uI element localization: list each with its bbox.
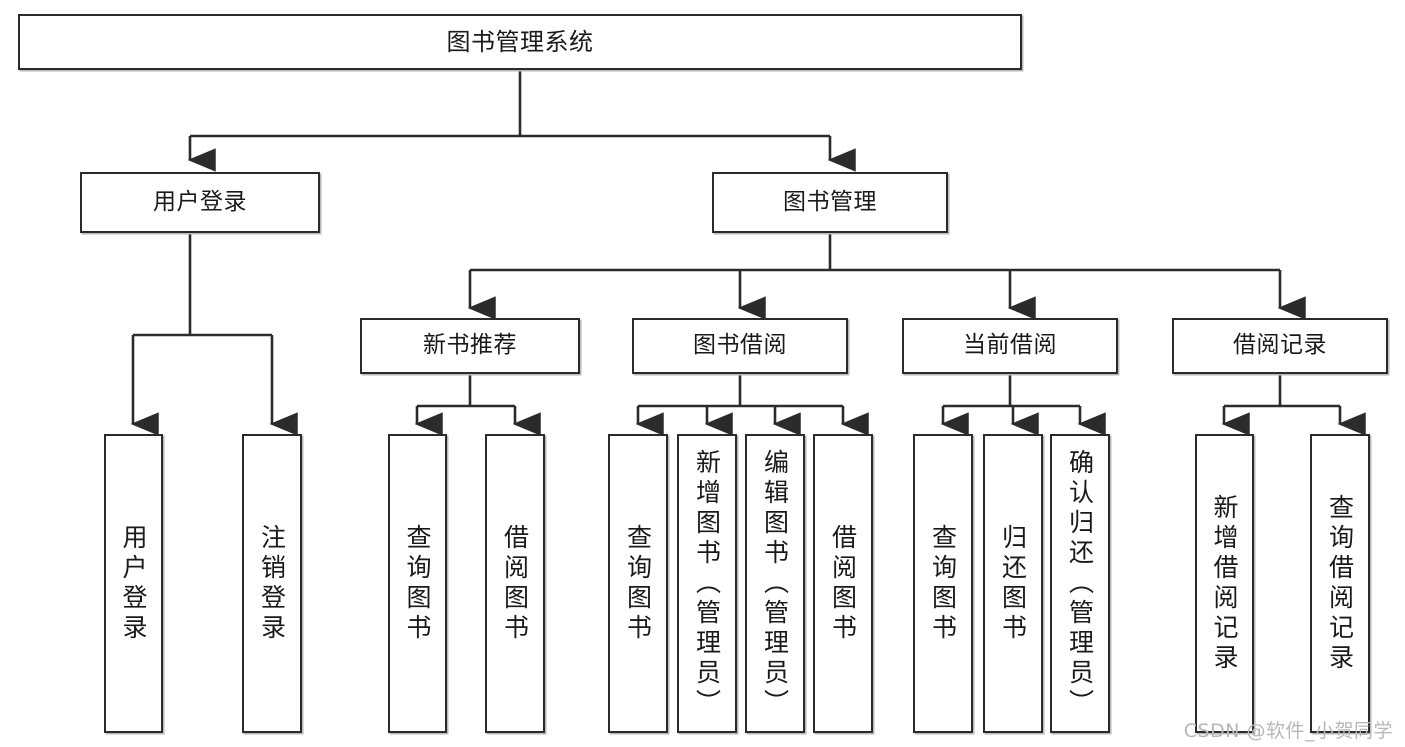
node-book-management[interactable]: 图书管理 (712, 172, 948, 233)
leaf-logout[interactable]: 注销登录 (242, 434, 302, 733)
leaf-query-book-recommend-label: 查询图书 (403, 523, 432, 644)
node-book-management-label: 图书管理 (783, 188, 877, 215)
leaf-add-book-admin-label: 新增图书（管理员） (692, 448, 722, 719)
leaf-query-book-current-label: 查询图书 (928, 523, 958, 644)
node-root-label: 图书管理系统 (446, 27, 594, 56)
node-book-borrow[interactable]: 图书借阅 (632, 318, 848, 374)
node-user-login[interactable]: 用户登录 (80, 172, 320, 233)
leaf-query-book-label: 查询图书 (623, 523, 653, 644)
leaf-add-book-admin[interactable]: 新增图书（管理员） (677, 434, 737, 733)
node-root[interactable]: 图书管理系统 (18, 14, 1022, 70)
leaf-query-borrow-record[interactable]: 查询借阅记录 (1310, 434, 1370, 733)
node-book-borrow-label: 图书借阅 (693, 332, 787, 359)
leaf-query-book-recommend[interactable]: 查询图书 (388, 434, 447, 733)
leaf-user-login-label: 用户登录 (119, 523, 148, 644)
leaf-edit-book-admin[interactable]: 编辑图书（管理员） (745, 434, 805, 733)
leaf-borrow-book-recommend-label: 借阅图书 (500, 523, 530, 644)
leaf-borrow-book-label: 借阅图书 (828, 523, 858, 644)
leaf-user-login[interactable]: 用户登录 (104, 434, 163, 733)
leaf-add-borrow-record-label: 新增借阅记录 (1210, 493, 1239, 674)
leaf-query-book[interactable]: 查询图书 (608, 434, 668, 733)
leaf-edit-book-admin-label: 编辑图书（管理员） (760, 448, 790, 719)
node-borrow-record-label: 借阅记录 (1233, 332, 1327, 359)
node-user-login-label: 用户登录 (153, 188, 247, 215)
node-current-borrow-label: 当前借阅 (963, 332, 1057, 359)
leaf-add-borrow-record[interactable]: 新增借阅记录 (1195, 434, 1254, 733)
node-current-borrow[interactable]: 当前借阅 (902, 318, 1118, 374)
leaf-return-book-label: 归还图书 (998, 523, 1028, 644)
leaf-query-borrow-record-label: 查询借阅记录 (1325, 493, 1355, 674)
leaf-return-book[interactable]: 归还图书 (983, 434, 1043, 733)
leaf-confirm-return-admin[interactable]: 确认归还（管理员） (1050, 434, 1110, 733)
leaf-borrow-book[interactable]: 借阅图书 (813, 434, 873, 733)
leaf-borrow-book-recommend[interactable]: 借阅图书 (485, 434, 545, 733)
node-new-book-recommend-label: 新书推荐 (423, 332, 517, 359)
leaf-confirm-return-admin-label: 确认归还（管理员） (1065, 448, 1095, 719)
leaf-logout-label: 注销登录 (257, 523, 287, 644)
node-new-book-recommend[interactable]: 新书推荐 (360, 318, 580, 374)
watermark: CSDN @软件_小贺同学 (1183, 720, 1393, 742)
leaf-query-book-current[interactable]: 查询图书 (913, 434, 973, 733)
node-borrow-record[interactable]: 借阅记录 (1172, 318, 1388, 374)
